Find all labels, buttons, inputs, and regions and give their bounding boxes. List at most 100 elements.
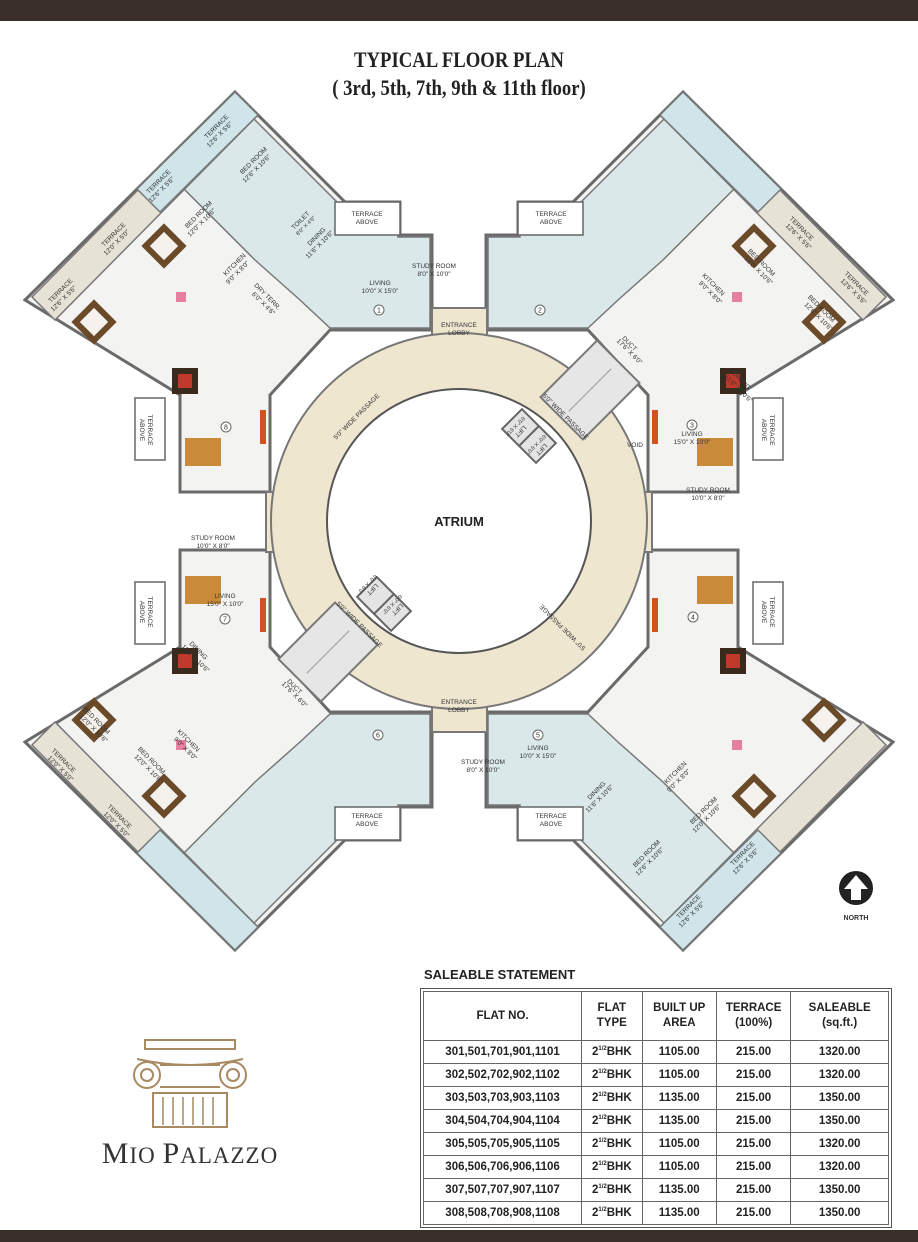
flat-no-cell: 306,506,706,906,1106 <box>422 1155 583 1179</box>
flat-number: 4 <box>691 615 695 622</box>
page-title: TYPICAL FLOOR PLAN ( 3rd, 5th, 7th, 9th … <box>0 46 918 102</box>
terrace-above-label: TERRACE <box>535 813 567 820</box>
logo-text-part: P <box>162 1137 181 1170</box>
terrace-above-label: TERRACE <box>768 596 775 628</box>
north-label: NORTH <box>844 915 869 922</box>
terrace-above-label: TERRACE <box>351 813 383 820</box>
built-up-area-cell: 1105.00 <box>641 1155 717 1179</box>
logo-text-part: M <box>101 1137 130 1170</box>
study-room-size: 8'0" X 10'0" <box>417 271 451 278</box>
living-size: 15'0" X 10'0" <box>674 439 711 446</box>
terrace-cell: 215.00 <box>715 1178 792 1202</box>
terrace-cell: 215.00 <box>715 1063 792 1087</box>
flat-type-cell: 21/2BHK <box>581 1086 643 1110</box>
flat-type-cell: 21/2BHK <box>581 1040 643 1064</box>
saleable-cell: 1350.00 <box>790 1109 889 1133</box>
ionic-column-logo-icon <box>133 1039 247 1128</box>
terrace-above-label: ABOVE <box>760 601 767 624</box>
flat-no-cell: 304,504,704,904,1104 <box>422 1109 583 1133</box>
logo-text-part: IO <box>129 1143 163 1168</box>
header-flat-no: FLAT NO. <box>422 991 583 1041</box>
terrace-above-label: TERRACE <box>351 211 383 218</box>
flat-number: 3 <box>690 423 694 430</box>
entrance-lobby-label: ENTRANCE <box>441 322 477 329</box>
flat-type-cell: 21/2BHK <box>581 1109 643 1133</box>
saleable-cell: 1350.00 <box>790 1178 889 1202</box>
study-room-size: 8'0" X 10'0" <box>466 767 500 774</box>
terrace-above-label: ABOVE <box>760 419 767 442</box>
lifts-north-east <box>500 407 558 465</box>
terrace-cell: 215.00 <box>715 1040 792 1064</box>
flat-number: 2 <box>538 308 542 315</box>
subtitle-line: ( 3rd, 5th, 7th, 9th & 11th floor) <box>332 75 586 100</box>
bottom-border-bar <box>0 1230 918 1242</box>
built-up-area-cell: 1135.00 <box>641 1086 717 1110</box>
terrace-above-label: TERRACE <box>146 414 153 446</box>
top-border-bar <box>0 0 918 21</box>
entrance-lobby-label: LOBBY <box>448 707 470 714</box>
flat-no-cell: 307,507,707,907,1107 <box>422 1178 583 1202</box>
study-room-size: 10'0" X 8'0" <box>196 543 230 550</box>
study-room-size: 10'0" X 8'0" <box>691 495 725 502</box>
saleable-cell: 1320.00 <box>790 1063 889 1087</box>
staircase-south-west <box>277 601 379 703</box>
terrace-above-label: ABOVE <box>540 219 563 226</box>
north-arrow-icon <box>839 871 873 905</box>
flat-type-cell: 21/2BHK <box>581 1132 643 1156</box>
terrace-above-label: ABOVE <box>356 821 379 828</box>
living-label: LIVING <box>369 280 390 287</box>
entrance-lobby-label: ENTRANCE <box>441 699 477 706</box>
study-room-label: STUDY ROOM <box>686 487 730 494</box>
flat-number: 1 <box>377 308 381 315</box>
built-up-area-cell: 1135.00 <box>641 1178 717 1202</box>
living-label: LIVING <box>681 431 702 438</box>
terrace-above-label: ABOVE <box>356 219 379 226</box>
saleable-cell: 1320.00 <box>790 1040 889 1064</box>
flat-number: 6 <box>376 733 380 740</box>
living-size: 10'0" X 15'0" <box>362 288 399 295</box>
staircase-north-east <box>539 339 641 441</box>
terrace-above-label: TERRACE <box>146 596 153 628</box>
flat-no-cell: 305,505,705,905,1105 <box>422 1132 583 1156</box>
flat-type-cell: 21/2BHK <box>581 1201 643 1225</box>
atrium-label: ATRIUM <box>434 514 484 529</box>
void-label: VOID <box>627 442 643 449</box>
flat-no-cell: 301,501,701,901,1101 <box>422 1040 583 1064</box>
terrace-above-label: ABOVE <box>138 601 145 624</box>
lifts-south-west <box>355 575 413 633</box>
brand-logo: MIO PALAZZO <box>85 1035 295 1171</box>
study-room-label: STUDY ROOM <box>412 263 456 270</box>
header-saleable: SALEABLE(sq.ft.) <box>790 991 889 1041</box>
built-up-area-cell: 1105.00 <box>641 1063 717 1087</box>
terrace-cell: 215.00 <box>715 1155 792 1179</box>
living-label: LIVING <box>214 593 235 600</box>
entrance-lobby-label: LOBBY <box>448 330 470 337</box>
terrace-above-label: ABOVE <box>138 419 145 442</box>
flat-no-cell: 303,503,703,903,1103 <box>422 1086 583 1110</box>
flat-type-cell: 21/2BHK <box>581 1063 643 1087</box>
living-size: 15'0" X 10'0" <box>207 601 244 608</box>
saleable-cell: 1320.00 <box>790 1132 889 1156</box>
logo-wordmark: MIO PALAZZO <box>85 1137 295 1171</box>
logo-text-part: ALAZZO <box>180 1143 279 1168</box>
flat-number: 8 <box>224 425 228 432</box>
header-terrace: TERRACE(100%) <box>715 991 792 1041</box>
terrace-above-label: TERRACE <box>768 414 775 446</box>
terrace-cell: 215.00 <box>715 1132 792 1156</box>
terrace-above-label: TERRACE <box>535 211 567 218</box>
terrace-cell: 215.00 <box>715 1086 792 1110</box>
central-circulation <box>265 307 653 733</box>
built-up-area-cell: 1135.00 <box>641 1109 717 1133</box>
built-up-area-cell: 1105.00 <box>641 1132 717 1156</box>
study-room-label: STUDY ROOM <box>461 759 505 766</box>
title-line: TYPICAL FLOOR PLAN <box>354 47 564 72</box>
